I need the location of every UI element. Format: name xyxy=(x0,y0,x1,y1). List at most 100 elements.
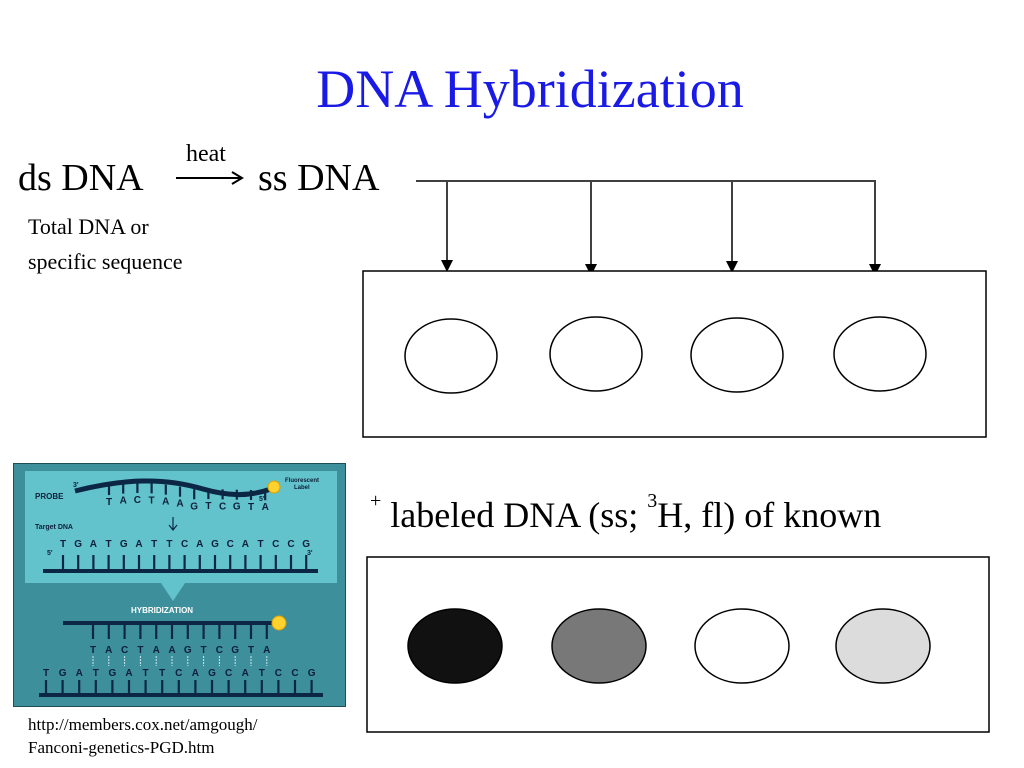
panel-pointer xyxy=(161,583,185,601)
source-note-line2: specific sequence xyxy=(28,249,183,274)
spot-before xyxy=(690,317,784,393)
fluor-label-1: Fluorescent xyxy=(285,478,319,484)
hybrid-probe-base: T xyxy=(90,645,96,656)
probe-text-b: H, fl) of known xyxy=(657,495,882,535)
hybrid-target-base: T xyxy=(259,668,265,679)
spots-before xyxy=(404,316,927,394)
isotope-superscript: 3 xyxy=(647,490,658,512)
hybrid-probe-base: G xyxy=(184,645,192,656)
hybrid-target-base: C xyxy=(225,668,232,679)
hybrid-target-base: G xyxy=(208,668,216,679)
hybrid-target-base: G xyxy=(109,668,117,679)
hybrid-probe-base: T xyxy=(137,645,143,656)
hybrid-probe-base: C xyxy=(216,645,223,656)
binding-arrow xyxy=(168,517,178,531)
drop-arrow-head xyxy=(441,260,453,272)
target-base: A xyxy=(242,539,249,550)
illustration-frame xyxy=(13,463,346,707)
target-3-end: 3' xyxy=(307,550,313,557)
probe-base: C xyxy=(219,501,226,512)
source-url-line2: Fanconi-genetics-PGD.htm xyxy=(28,738,215,757)
target-base: G xyxy=(120,539,128,550)
source-url-line1: http://members.cox.net/amgough/ xyxy=(28,715,258,734)
fluorescent-label-bottom xyxy=(271,615,287,631)
hybrid-target-base: C xyxy=(175,668,182,679)
probe-base: A xyxy=(162,497,169,508)
target-base: T xyxy=(258,539,264,550)
probe-base: T xyxy=(205,501,211,512)
hybrid-probe-base: T xyxy=(201,645,207,656)
target-base: A xyxy=(196,539,203,550)
hybrid-probe-base: C xyxy=(121,645,128,656)
probe-description: + labeled DNA (ss; 3H, fl) of known xyxy=(370,490,882,536)
plus-sign: + xyxy=(370,490,382,512)
probe-base: A xyxy=(120,496,127,507)
ds-dna-label: ds DNA xyxy=(18,157,144,199)
spot-before xyxy=(549,316,643,392)
hybrid-target-base: T xyxy=(159,668,165,679)
probe-label: PROBE xyxy=(35,492,64,501)
hybrid-target-base: A xyxy=(242,668,249,679)
drop-arrow-head xyxy=(726,261,738,273)
drop-arrow-head xyxy=(869,264,881,276)
spot-after xyxy=(407,608,503,684)
hybrid-probe-base: A xyxy=(153,645,160,656)
target-label: Target DNA xyxy=(35,524,73,531)
probe-ticks xyxy=(107,483,267,501)
target-base: C xyxy=(287,539,294,550)
probe-5-end: 5' xyxy=(259,496,265,503)
hybridization-label: HYBRIDIZATION xyxy=(131,606,193,615)
hybrid-probe-base: A xyxy=(105,645,112,656)
probe-base: A xyxy=(262,502,269,513)
target-base: T xyxy=(106,539,112,550)
spot-before xyxy=(833,316,927,392)
target-base: G xyxy=(302,539,310,550)
target-base: A xyxy=(90,539,97,550)
heat-arrow-head xyxy=(231,171,244,185)
source-note-line1: Total DNA or xyxy=(28,214,149,239)
fluor-label-2: Label xyxy=(294,485,310,491)
drop-arrow-head xyxy=(585,264,597,276)
probe-base: G xyxy=(233,502,241,513)
target-base: C xyxy=(181,539,188,550)
hybrid-target-base: A xyxy=(125,668,132,679)
probe-base: T xyxy=(149,495,155,506)
base-pair-lines xyxy=(92,656,268,666)
target-base: G xyxy=(211,539,219,550)
spot-after xyxy=(551,608,647,684)
hybrid-probe-base: A xyxy=(263,645,270,656)
probe-base: T xyxy=(106,497,112,508)
slide-title: DNA Hybridization xyxy=(316,59,744,119)
spot-before xyxy=(404,318,498,394)
hybrid-target-base: G xyxy=(308,668,316,679)
spot-after xyxy=(694,608,790,684)
spots-after xyxy=(407,608,931,684)
target-5-end: 5' xyxy=(47,550,53,557)
target-base: C xyxy=(272,539,279,550)
probe-backbone xyxy=(74,478,272,498)
hybrid-target-base: T xyxy=(43,668,49,679)
hybrid-target-base: T xyxy=(93,668,99,679)
target-base: T xyxy=(166,539,172,550)
probe-base: A xyxy=(176,499,183,510)
hybrid-probe-ticks xyxy=(91,624,268,639)
probe-base: T xyxy=(248,502,254,513)
probe-3-end: 3' xyxy=(73,482,79,489)
hybrid-target-base: C xyxy=(291,668,298,679)
hybrid-probe-base: A xyxy=(168,645,175,656)
target-base: T xyxy=(151,539,157,550)
fluorescent-label-top xyxy=(267,480,281,494)
spot-after xyxy=(835,608,931,684)
target-base: C xyxy=(227,539,234,550)
target-base: G xyxy=(74,539,82,550)
target-ticks xyxy=(61,555,308,570)
hybrid-probe-base: G xyxy=(231,645,239,656)
target-base: A xyxy=(135,539,142,550)
probe-base: C xyxy=(134,495,141,506)
